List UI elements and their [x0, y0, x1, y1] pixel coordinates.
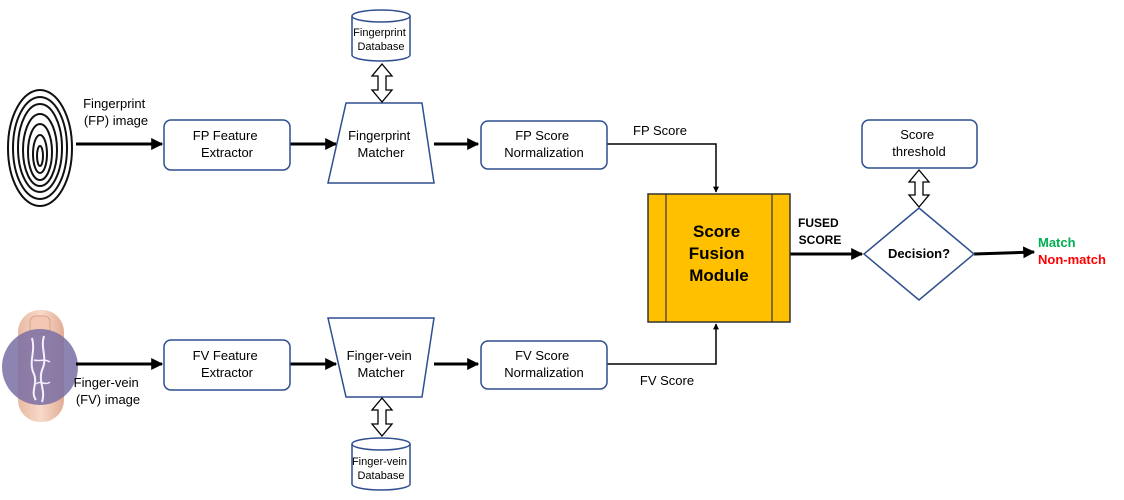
svg-text:Fingerprint Matcher: Fingerprint Matcher [348, 128, 414, 160]
svg-text:Score Fusion Modul: Score Fusion Module [689, 222, 749, 285]
fingerprint-image [7, 89, 73, 207]
svg-text:Finger-vein Database: Finger-vein Database [352, 456, 410, 482]
finger-vein-database: Finger-vein Database [351, 437, 411, 491]
threshold-decision-link [907, 168, 931, 209]
arrow-decision-to-output [973, 246, 1036, 259]
non-match-output-label: Non-match [1038, 252, 1106, 267]
arrow-fv-score-to-fusion [607, 323, 719, 365]
score-fusion-module: Score Fusion Module [647, 193, 791, 323]
fv-score-normalization-box: FV Score Normalization [480, 340, 608, 390]
svg-text:FV Feature Extractor: FV Feature Extractor [193, 348, 262, 380]
svg-text:Finger-vein Matcher: Finger-vein Matcher [347, 348, 416, 380]
fingerprint-database: Fingerprint Database [351, 9, 411, 62]
fp-score-label: FP Score [633, 123, 687, 138]
fp-feature-extractor-box: FP Feature Extractor [163, 119, 291, 171]
fv-score-label: FV Score [640, 373, 694, 388]
fused-score-label: FUSED SCORE [798, 216, 842, 247]
svg-text:FV Score Normalization: FV Score Normalization [504, 348, 583, 380]
svg-text:FP Score Normalization: FP Score Normalization [504, 128, 583, 160]
match-output-label: Match [1038, 235, 1076, 250]
finger-vein-matcher: Finger-vein Matcher [327, 317, 435, 398]
finger-vein-image [2, 310, 78, 422]
svg-text:Score threshold: Score threshold [892, 127, 945, 159]
fp-score-normalization-box: FP Score Normalization [480, 120, 608, 170]
fv-input-label: Finger-vein (FV) image [74, 375, 143, 407]
decision-label: Decision? [888, 246, 950, 261]
fv-feature-extractor-box: FV Feature Extractor [163, 339, 291, 391]
fingerprint-matcher: Fingerprint Matcher [327, 102, 435, 184]
svg-text:FP Feature Extractor: FP Feature Extractor [193, 128, 261, 160]
fp-input-label: Fingerprint (FP) image [83, 96, 149, 128]
fv-database-matcher-link [370, 396, 394, 438]
score-threshold-box: Score threshold [861, 119, 978, 169]
arrow-fp-score-to-fusion [607, 143, 719, 193]
decision-diamond: Decision? [862, 207, 976, 301]
svg-text:Fingerprint Database: Fingerprint Database [353, 27, 409, 53]
fp-database-matcher-link [370, 62, 394, 104]
